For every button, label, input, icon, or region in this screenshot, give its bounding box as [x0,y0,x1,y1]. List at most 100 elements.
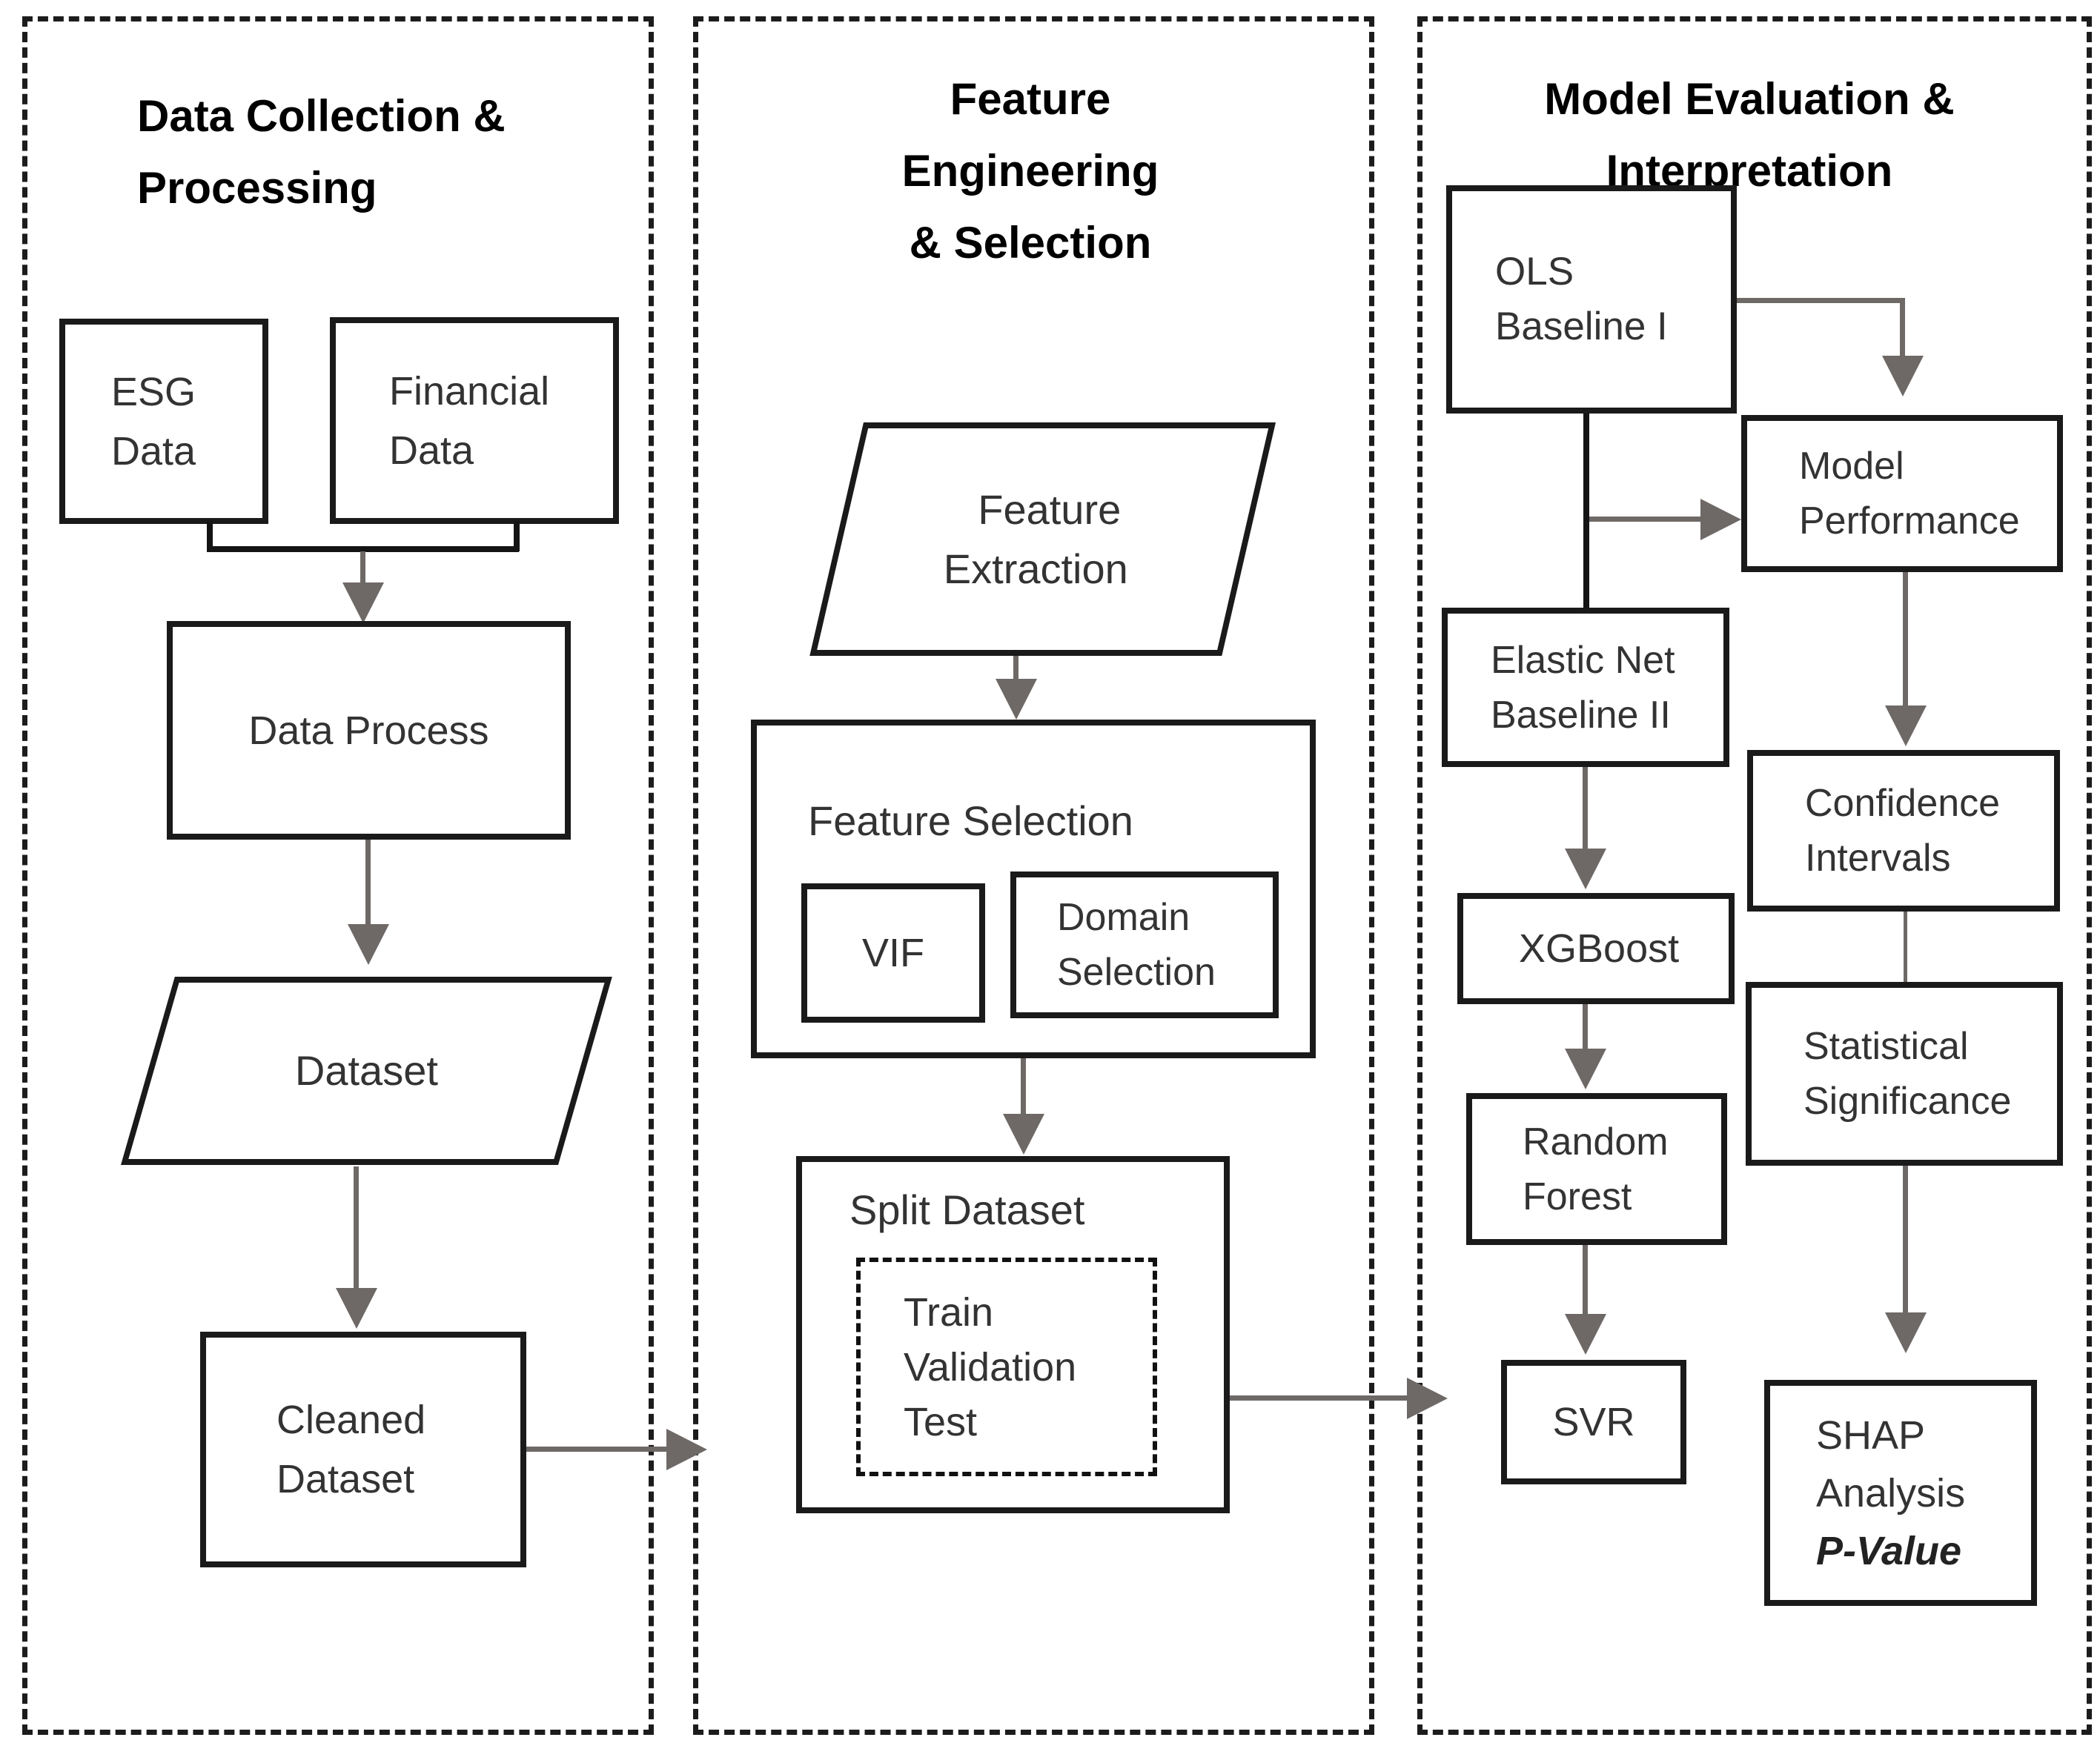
title-feature-engineering: Feature Engineering & Selection [767,63,1294,279]
vif-box: VIF [801,883,985,1023]
node-label: SVR [1552,1400,1635,1444]
node-label: Baseline I [1495,305,1668,348]
node-label: Analysis [1816,1470,1966,1515]
arrow-performance-to-confidence [1903,572,1908,707]
svr-box: SVR [1501,1360,1686,1484]
p-value-label: P-Value [1816,1528,1962,1573]
arrow-selection-to-split [1021,1058,1026,1115]
dataset-parallelogram: Dataset [121,977,612,1165]
node-label: Selection [1057,951,1216,994]
node-label: Extraction [943,545,1128,592]
elastic-net-box: Elastic Net Baseline II [1442,608,1729,767]
arrow-ols-elbow-horizontal [1737,298,1905,303]
arrow-branch-to-performance [1589,517,1702,522]
panel-feature-engineering [693,16,1374,1735]
node-label: Data [389,428,474,473]
arrowhead-right-icon [666,1429,707,1470]
arrowhead-right-icon [1700,499,1741,540]
node-label: Intervals [1805,837,1951,880]
node-label: XGBoost [1519,926,1680,971]
esg-data-box: ESG Data [59,319,268,524]
arrowhead-down-icon [996,679,1037,720]
node-label: Feature [978,485,1122,533]
arrow-rf-to-svr [1583,1245,1588,1315]
node-label: Domain [1057,896,1190,939]
node-label: Significance [1803,1080,2012,1123]
node-label: Test [904,1399,978,1444]
arrow-xgboost-to-rf [1583,1004,1588,1050]
train-validation-test-box: Train Validation Test [856,1258,1157,1476]
node-label: Confidence [1805,782,2001,825]
arrow-dataset-to-cleaned [354,1166,359,1289]
random-forest-box: Random Forest [1466,1093,1727,1245]
title-line: Engineering [901,146,1159,196]
statistical-significance-box: Statistical Significance [1746,982,2063,1166]
xgboost-box: XGBoost [1457,893,1735,1004]
node-label: Cleaned [276,1398,426,1442]
model-performance-box: Model Performance [1741,415,2063,572]
panel-data-collection [22,16,654,1735]
node-label: Forest [1523,1175,1632,1218]
cleaned-dataset-box: Cleaned Dataset [200,1332,526,1567]
node-label: Baseline II [1491,693,1671,737]
data-process-box: Data Process [167,621,571,840]
connector-financial-stub [514,521,520,551]
node-label: Random [1523,1120,1669,1163]
ols-baseline-box: OLS Baseline I [1446,185,1737,414]
node-label: Train [904,1289,994,1335]
node-label: Data [111,428,196,474]
split-dataset-box [796,1156,1230,1513]
arrowhead-down-icon [342,582,384,623]
arrowhead-down-icon [1003,1114,1044,1155]
node-label: OLS [1495,250,1574,293]
feature-selection-label: Feature Selection [808,797,1133,844]
panel-model-evaluation [1417,16,2092,1735]
node-label: Statistical [1803,1025,1969,1068]
arrow-statistical-to-shap [1903,1166,1908,1314]
title-line: & Selection [909,218,1152,268]
arrow-ols-elbow-vertical [1900,298,1905,357]
arrowhead-down-icon [1885,706,1927,746]
arrowhead-down-icon [1565,1049,1606,1089]
title-line: Model Evaluation & [1544,74,1955,124]
node-label: Performance [1799,499,2020,542]
node-label: Dataset [276,1457,415,1501]
connector-merge-bar [207,546,519,552]
node-label: Financial [389,368,550,414]
feature-extraction-parallelogram: Feature Extraction [809,422,1276,656]
node-label: Elastic Net [1491,638,1675,682]
domain-selection-box: Domain Selection [1010,872,1279,1018]
arrowhead-down-icon [348,924,389,965]
arrow-dataprocess-to-dataset [365,840,371,926]
connector-ols-to-elastic [1583,414,1589,610]
shap-analysis-box: SHAP Analysis P-Value [1764,1380,2037,1606]
node-label: VIF [861,931,924,975]
title-line: Data Collection & [137,91,506,141]
node-label: Dataset [294,1047,438,1094]
connector-esg-stub [207,521,213,551]
title-line: Feature [950,74,1111,124]
arrowhead-down-icon [1882,356,1924,396]
node-label: Validation [904,1344,1077,1390]
arrowhead-down-icon [1885,1312,1927,1353]
arrow-extraction-to-selection [1013,656,1018,680]
split-dataset-label: Split Dataset [849,1186,1085,1233]
financial-data-box: Financial Data [330,317,619,524]
arrowhead-right-icon [1407,1378,1448,1419]
node-label: SHAP [1816,1412,1926,1458]
arrow-cleaned-to-panel2 [526,1447,667,1452]
node-label: Model [1799,445,1904,488]
arrowhead-down-icon [1565,1314,1606,1355]
title-model-evaluation: Model Evaluation & Interpretation [1475,63,2024,207]
connector-confidence-to-statistical [1904,912,1907,995]
arrow-split-to-panel3 [1230,1395,1408,1401]
arrowhead-down-icon [336,1288,377,1329]
title-data-collection: Data Collection & Processing [137,80,582,224]
arrow-elastic-to-xgboost [1583,767,1588,850]
node-label: ESG [111,369,196,414]
title-line: Processing [137,163,377,213]
arrowhead-down-icon [1565,849,1606,889]
arrow-merge-to-dataprocess [360,551,365,585]
confidence-intervals-box: Confidence Intervals [1747,750,2060,912]
